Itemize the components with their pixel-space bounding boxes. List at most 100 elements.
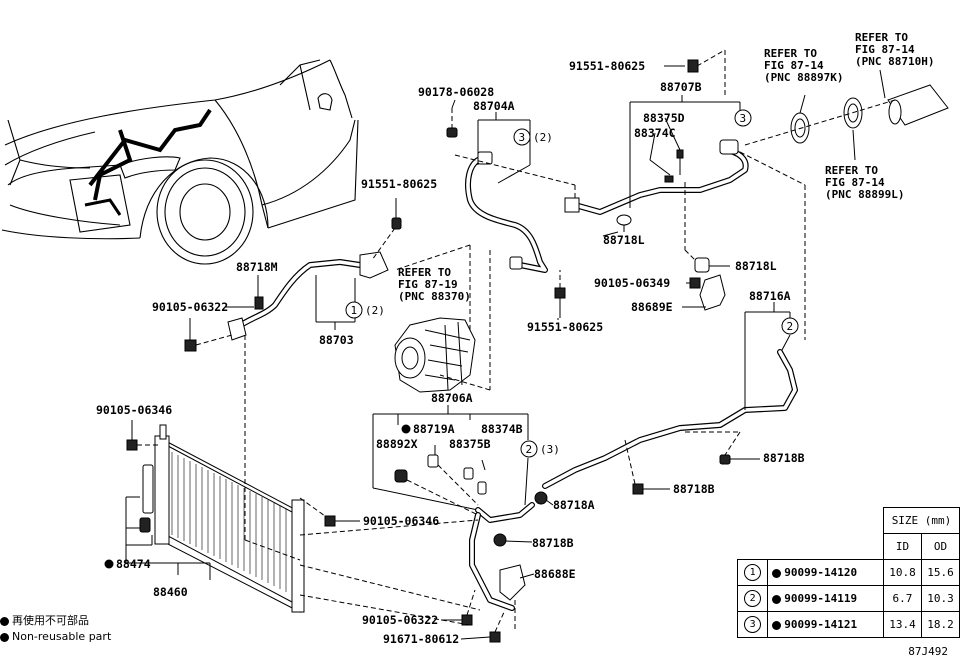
clamp-icon xyxy=(719,454,731,465)
clamp-icon xyxy=(534,491,548,505)
non-reusable-dot-icon xyxy=(772,594,782,604)
svg-text:2: 2 xyxy=(787,320,794,333)
label-91671-80612[interactable]: 91671-80612 xyxy=(383,632,459,646)
figure-code: 87J492 xyxy=(908,645,948,658)
filter-cap-icon xyxy=(139,517,151,533)
size-table-header: SIZE (mm) xyxy=(883,507,960,534)
valve-icon xyxy=(427,454,439,468)
label-88704a[interactable]: 88704A xyxy=(473,99,515,113)
hose-88704a xyxy=(446,108,576,318)
non-reusable-dot-icon xyxy=(401,424,411,434)
bolt-icon xyxy=(632,483,644,495)
ref-circle-3: 3 xyxy=(744,616,762,633)
legend-en: Non-reusable part xyxy=(12,630,112,643)
part-number[interactable]: 90099-14121 xyxy=(784,618,858,631)
callout-2-88716a: 2 xyxy=(781,317,799,335)
label-88718b-c[interactable]: 88718B xyxy=(532,536,574,550)
part-number[interactable]: 90099-14120 xyxy=(784,566,858,579)
label-90105-06349[interactable]: 90105-06349 xyxy=(594,276,670,290)
pipe-88716a xyxy=(542,302,798,495)
label-88718l-a[interactable]: 88718L xyxy=(603,233,645,247)
callout-1: 1 (2) xyxy=(345,301,385,319)
non-reusable-dot-icon xyxy=(0,632,9,642)
od-value: 15.6 xyxy=(920,559,960,586)
label-90105-06322-a[interactable]: 90105-06322 xyxy=(152,300,228,314)
label-88718a[interactable]: 88718A xyxy=(553,498,595,512)
bolt-icon xyxy=(126,439,138,451)
desiccant-icon xyxy=(142,464,154,514)
svg-text:2: 2 xyxy=(526,443,533,456)
label-90178-06028[interactable]: 90178-06028 xyxy=(418,85,494,99)
o-ring-icon xyxy=(664,175,674,183)
hose-88703 xyxy=(184,198,402,352)
id-value: 13.4 xyxy=(883,611,922,638)
label-88460[interactable]: 88460 xyxy=(153,585,188,599)
table-row: 3 90099-14121 13.4 18.2 xyxy=(736,611,960,638)
label-88718b-b[interactable]: 88718B xyxy=(673,482,715,496)
label-88706a[interactable]: 88706A xyxy=(431,391,473,405)
label-90105-06322-b[interactable]: 90105-06322 xyxy=(362,613,438,627)
label-88375d[interactable]: 88375D xyxy=(643,111,685,125)
label-91551-80625-low[interactable]: 91551-80625 xyxy=(527,320,603,334)
col-od-header: OD xyxy=(920,533,960,560)
bracket-icon xyxy=(499,564,526,601)
leader-lines xyxy=(225,99,698,640)
label-88474[interactable]: 88474 xyxy=(116,557,151,571)
id-value: 6.7 xyxy=(883,585,922,612)
svg-text:1: 1 xyxy=(351,304,358,317)
pipe-88706a xyxy=(372,405,548,643)
o-ring-icon xyxy=(676,149,684,159)
label-88707b[interactable]: 88707B xyxy=(660,80,702,94)
legend: 再使用不可部品 Non-reusable part xyxy=(0,613,111,645)
label-88374c[interactable]: 88374C xyxy=(634,126,676,140)
cap-icon xyxy=(446,127,458,138)
size-table: SIZE (mm) ID OD 1 90099-14120 10.8 15.6 … xyxy=(736,507,960,638)
bolt-icon xyxy=(184,339,197,352)
label-88718l-b[interactable]: 88718L xyxy=(735,259,777,273)
non-reusable-dot-icon xyxy=(0,616,9,626)
label-90105-06346-a[interactable]: 90105-06346 xyxy=(96,403,172,417)
valve-cap-icon xyxy=(394,469,408,483)
label-88375b[interactable]: 88375B xyxy=(449,437,491,451)
legend-jp: 再使用不可部品 xyxy=(12,614,89,627)
valve-core-icon xyxy=(463,467,474,480)
label-88689e[interactable]: 88689E xyxy=(631,300,673,314)
callout-3-88704a: 3 (2) xyxy=(513,128,553,146)
part-number[interactable]: 90099-14119 xyxy=(784,592,858,605)
bolt-icon xyxy=(324,515,336,527)
pipe-88707b xyxy=(564,49,806,340)
vehicle-illustration xyxy=(1,59,359,265)
bolt-icon xyxy=(391,217,402,230)
svg-text:(2): (2) xyxy=(365,304,385,317)
label-88374b[interactable]: 88374B xyxy=(481,422,523,436)
bolt-icon xyxy=(554,287,566,299)
o-ring-icon xyxy=(254,296,264,310)
label-88716a[interactable]: 88716A xyxy=(749,289,791,303)
clamp-icon xyxy=(493,533,507,547)
label-88719a[interactable]: 88719A xyxy=(413,422,455,436)
label-88718b-a[interactable]: 88718B xyxy=(763,451,805,465)
label-88892x[interactable]: 88892X xyxy=(376,437,418,451)
col-id-header: ID xyxy=(883,533,922,560)
id-value: 10.8 xyxy=(883,559,922,586)
label-90105-06346-b[interactable]: 90105-06346 xyxy=(363,514,439,528)
bolt-icon xyxy=(489,631,501,643)
non-reusable-dot-icon xyxy=(772,620,782,630)
label-91551-80625-mid[interactable]: 91551-80625 xyxy=(361,177,437,191)
table-row: 2 90099-14119 6.7 10.3 xyxy=(736,585,960,612)
label-88703[interactable]: 88703 xyxy=(319,333,354,347)
bolt-icon xyxy=(461,614,473,626)
label-91551-80625-top[interactable]: 91551-80625 xyxy=(569,59,645,73)
table-row: 1 90099-14120 10.8 15.6 xyxy=(736,559,960,586)
part-labels: 88707B 91551-80625 88375D 88374C 88718L … xyxy=(96,59,805,646)
condenser-88460 xyxy=(125,335,481,626)
non-reusable-dot-icon xyxy=(772,568,782,578)
label-88688e[interactable]: 88688E xyxy=(534,567,576,581)
label-88718m[interactable]: 88718M xyxy=(236,260,278,274)
